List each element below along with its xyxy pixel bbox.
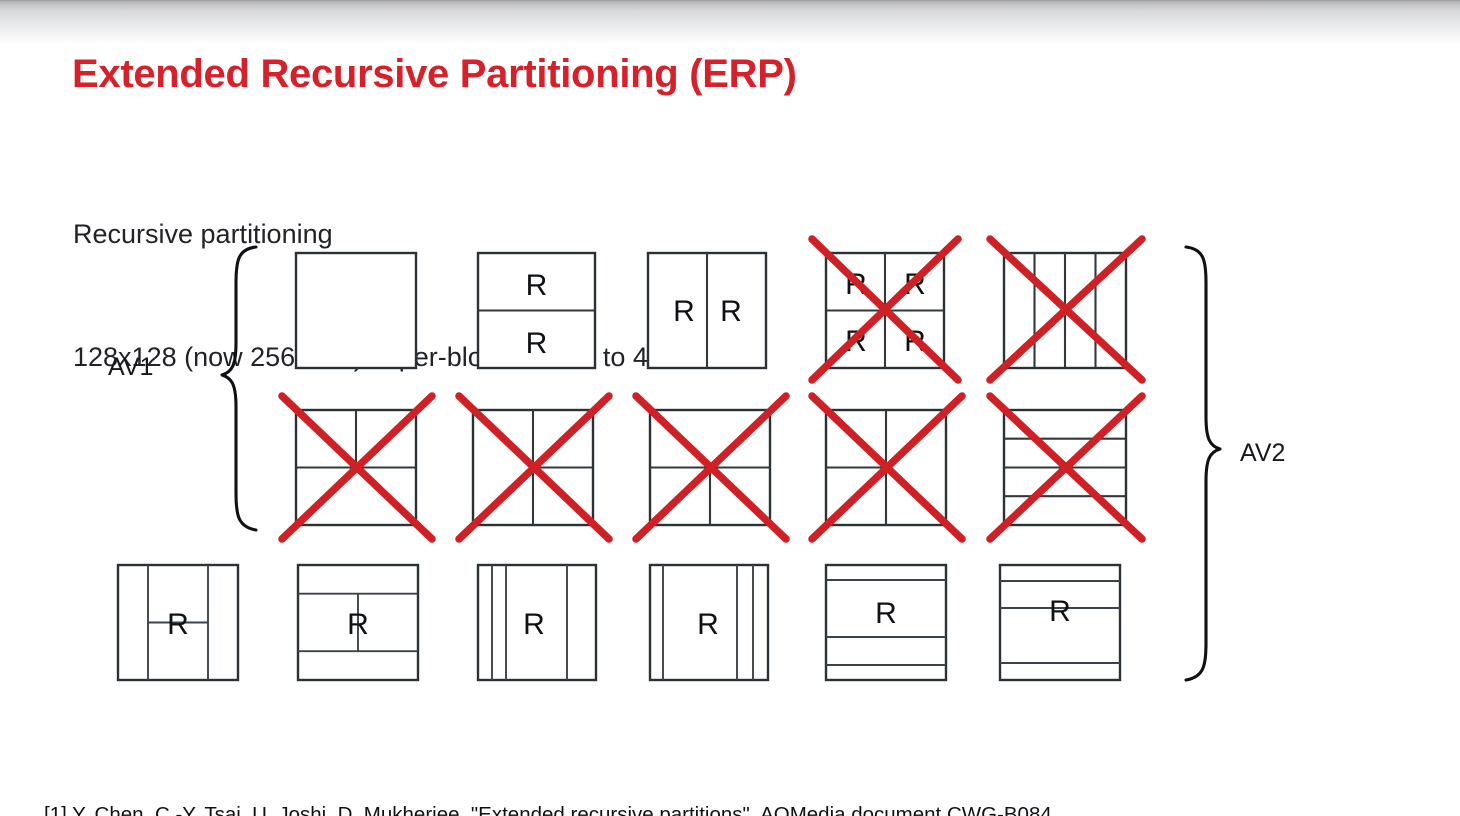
subtitle-line-1: Recursive partitioning bbox=[73, 219, 333, 249]
partition-cell-vert-a bbox=[455, 392, 613, 543]
partition-cell-split: R R R R bbox=[808, 235, 962, 384]
cross-out-marker bbox=[808, 235, 962, 384]
partition-cell-horz: R R bbox=[476, 251, 597, 370]
partition-cell-none bbox=[294, 251, 418, 370]
reference-item: [1] Y. Chen, C.-Y. Tsai, U. Joshi, D. Mu… bbox=[44, 803, 1058, 816]
partition-cell-horz-a bbox=[278, 392, 436, 543]
page-title: Extended Recursive Partitioning (ERP) bbox=[72, 52, 797, 96]
cell-letter: R bbox=[1049, 595, 1071, 628]
references-block: [1] Y. Chen, C.-Y. Tsai, U. Joshi, D. Mu… bbox=[44, 735, 1057, 816]
cell-letter: R bbox=[720, 295, 742, 328]
partition-cell-horz-4 bbox=[986, 392, 1146, 543]
cell-letter: R bbox=[526, 327, 548, 360]
group-label-av2: AV2 bbox=[1240, 439, 1285, 467]
partition-cell-uneven-vert-left: R bbox=[476, 563, 598, 682]
cross-out-marker bbox=[986, 235, 1146, 384]
cell-letter: R bbox=[673, 295, 695, 328]
cell-letter: R bbox=[697, 608, 719, 641]
partition-cell-horz-3-mid-split: R bbox=[296, 563, 420, 682]
cell-letter: R bbox=[523, 608, 545, 641]
brace-av2 bbox=[1184, 245, 1222, 682]
cross-out-marker bbox=[632, 392, 790, 543]
cross-out-marker bbox=[278, 392, 436, 543]
cross-out-marker bbox=[808, 392, 966, 543]
cell-letter: R bbox=[526, 269, 548, 302]
cell-letter: R bbox=[347, 608, 369, 641]
partition-cell-vert-3-mid-split: R bbox=[116, 563, 240, 682]
group-label-av1: AV1 bbox=[108, 353, 153, 381]
partition-cell-vert-b bbox=[808, 392, 966, 543]
cross-out-marker bbox=[986, 392, 1146, 543]
partition-cell-uneven-vert-right: R bbox=[648, 563, 770, 682]
cell-letter: R bbox=[875, 597, 897, 630]
partition-figure: AV1 AV2 R R R R bbox=[0, 225, 1460, 705]
partition-cell-uneven-horz-bottom: R bbox=[998, 563, 1122, 682]
cross-out-marker bbox=[455, 392, 613, 543]
brace-av1 bbox=[220, 245, 258, 532]
partition-cell-horz-b bbox=[632, 392, 790, 543]
cell-letter: R bbox=[167, 608, 189, 641]
top-gradient-bar bbox=[0, 0, 1460, 46]
partition-cell-vert-4 bbox=[986, 235, 1146, 384]
partition-cell-uneven-horz-top: R bbox=[824, 563, 948, 682]
partition-cell-vert: R R bbox=[646, 251, 768, 370]
